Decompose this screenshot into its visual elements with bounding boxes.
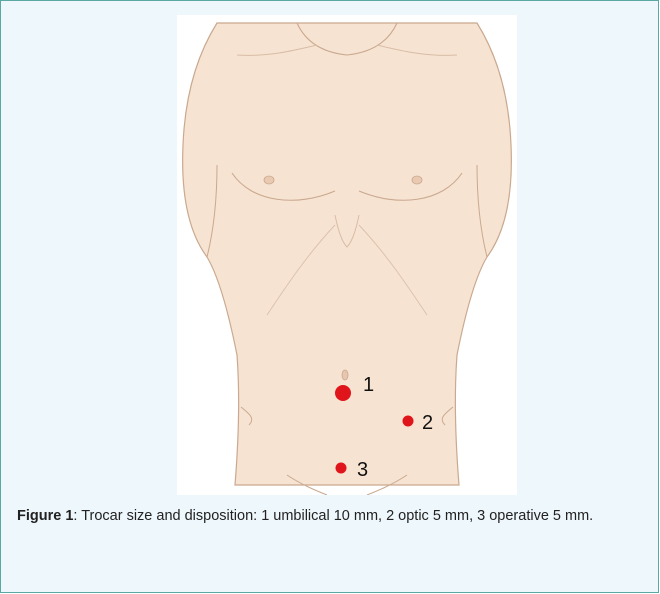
trocar-marker-3 <box>336 463 347 474</box>
navel <box>342 370 348 380</box>
trocar-label-3: 3 <box>357 459 368 481</box>
torso-illustration: 1 2 3 <box>177 15 517 495</box>
nipple-left <box>264 176 274 184</box>
nipple-right <box>412 176 422 184</box>
figure-caption: Figure 1: Trocar size and disposition: 1… <box>17 504 641 528</box>
trocar-marker-2 <box>403 416 414 427</box>
trocar-label-2: 2 <box>422 412 433 434</box>
trocar-marker-1 <box>335 385 351 401</box>
torso-outline <box>183 23 512 485</box>
torso-svg: 1 2 3 <box>177 15 517 495</box>
trocar-label-1: 1 <box>363 374 374 396</box>
caption-text: : Trocar size and disposition: 1 umbilic… <box>73 508 593 524</box>
caption-label: Figure 1 <box>17 508 73 524</box>
